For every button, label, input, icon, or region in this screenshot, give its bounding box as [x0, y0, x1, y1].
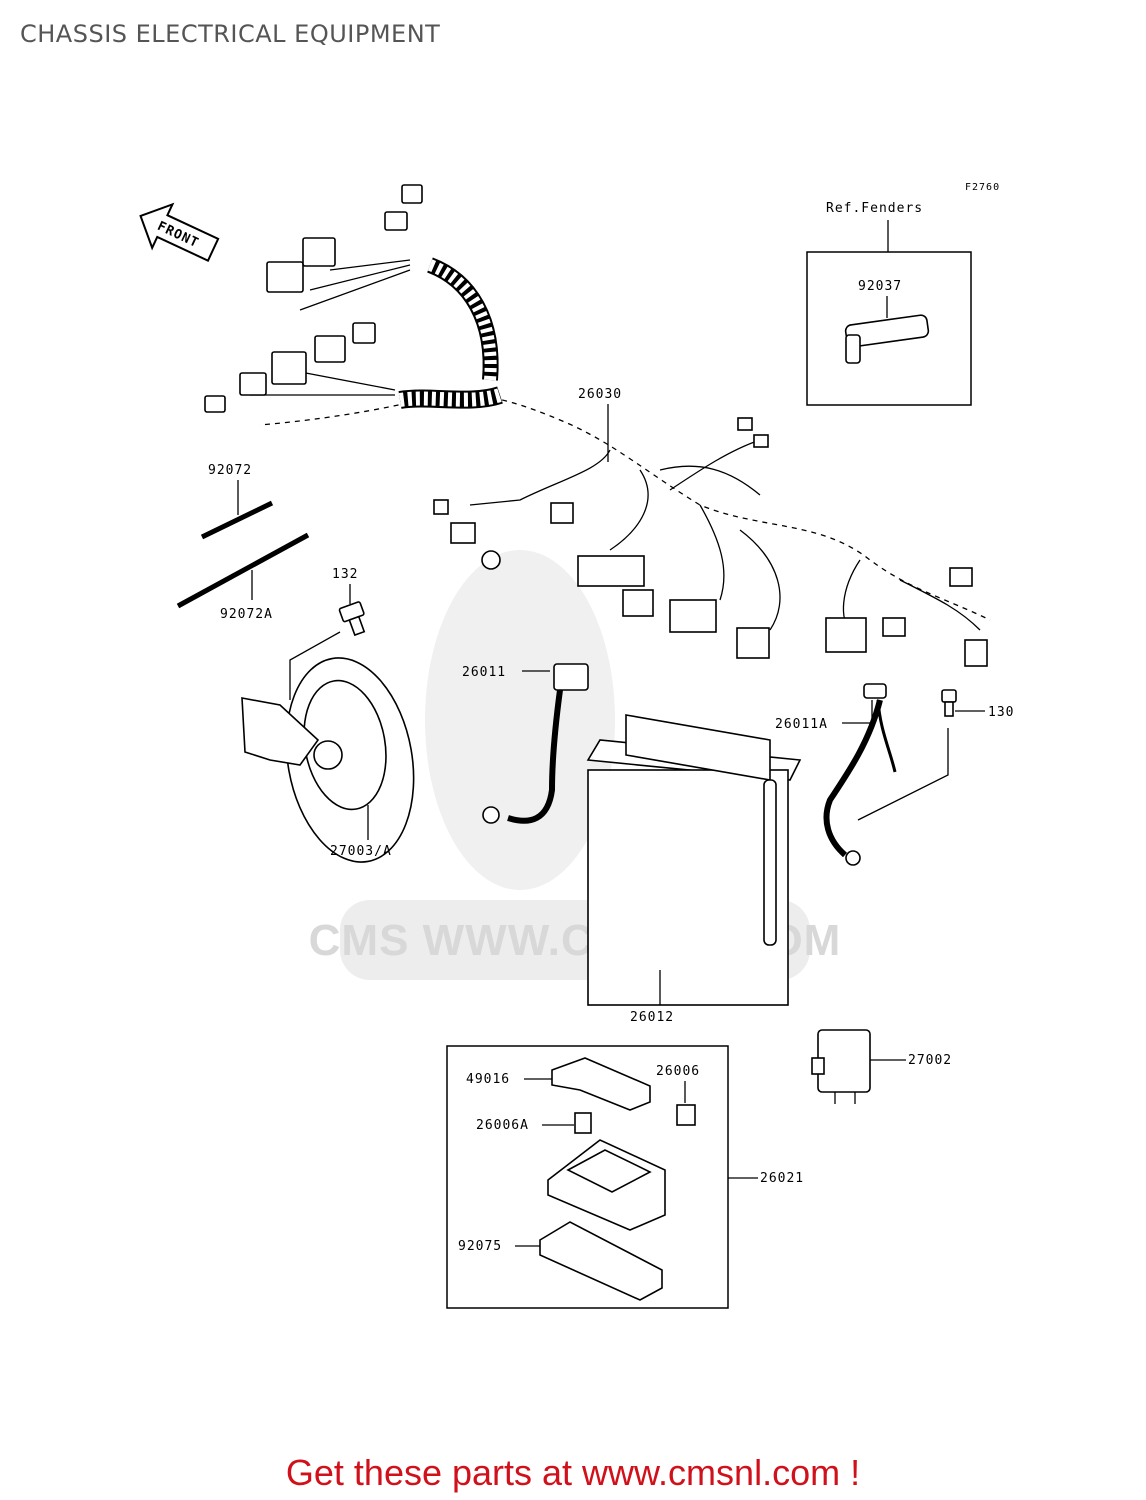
fuse-box-cover-92075	[539, 1221, 663, 1301]
part-label-92075[interactable]: 92075	[458, 1239, 502, 1254]
parts-diagram: CMS WWW.CMSNL.COM FRONT F2760 Ref.Fender…	[139, 182, 1014, 1309]
part-label-92072[interactable]: 92072	[208, 463, 252, 478]
fuse-26006a	[574, 1112, 592, 1134]
horn-27003a	[241, 657, 415, 863]
part-label-130[interactable]: 130	[988, 705, 1014, 720]
part-label-49016[interactable]: 49016	[466, 1072, 510, 1087]
part-label-92037[interactable]: 92037	[858, 279, 902, 294]
part-label-26006a[interactable]: 26006A	[476, 1118, 529, 1133]
fuse-26006	[676, 1104, 696, 1126]
fuse-box-group	[446, 1045, 729, 1309]
battery-26012	[586, 714, 802, 1006]
part-label-26021[interactable]: 26021	[760, 1171, 804, 1186]
part-label-132[interactable]: 132	[332, 567, 358, 582]
bolt-130	[941, 689, 957, 717]
part-label-27003a[interactable]: 27003/A	[330, 844, 392, 859]
ref-fenders-box	[806, 251, 972, 406]
figure-code: F2760	[965, 182, 1000, 193]
page-title: CHASSIS ELECTRICAL EQUIPMENT	[20, 20, 441, 48]
wiring-harness-26030	[204, 184, 993, 667]
ref-label: Ref.Fenders	[826, 201, 923, 216]
part-label-27002[interactable]: 27002	[908, 1053, 952, 1068]
cable-tie-92072a	[176, 532, 310, 609]
part-label-92072a[interactable]: 92072A	[220, 607, 273, 622]
part-label-26030[interactable]: 26030	[578, 387, 622, 402]
fuse-cover-49016	[551, 1057, 651, 1111]
cta-link[interactable]: Get these parts at www.cmsnl.com !	[285, 1452, 861, 1493]
part-label-26011a[interactable]: 26011A	[775, 717, 828, 732]
bracket-92037	[844, 314, 930, 364]
fuse-box-26021	[547, 1139, 666, 1231]
cable-tie-92072	[200, 500, 274, 540]
part-label-26012[interactable]: 26012	[630, 1010, 674, 1025]
bolt-132	[338, 601, 366, 637]
part-label-26011[interactable]: 26011	[462, 665, 506, 680]
relay-27002	[811, 1029, 871, 1104]
part-label-26006[interactable]: 26006	[656, 1064, 700, 1079]
battery-cable-26011	[482, 663, 589, 824]
front-arrow-icon: FRONT	[139, 202, 220, 262]
battery-cable-26011a	[823, 683, 897, 866]
